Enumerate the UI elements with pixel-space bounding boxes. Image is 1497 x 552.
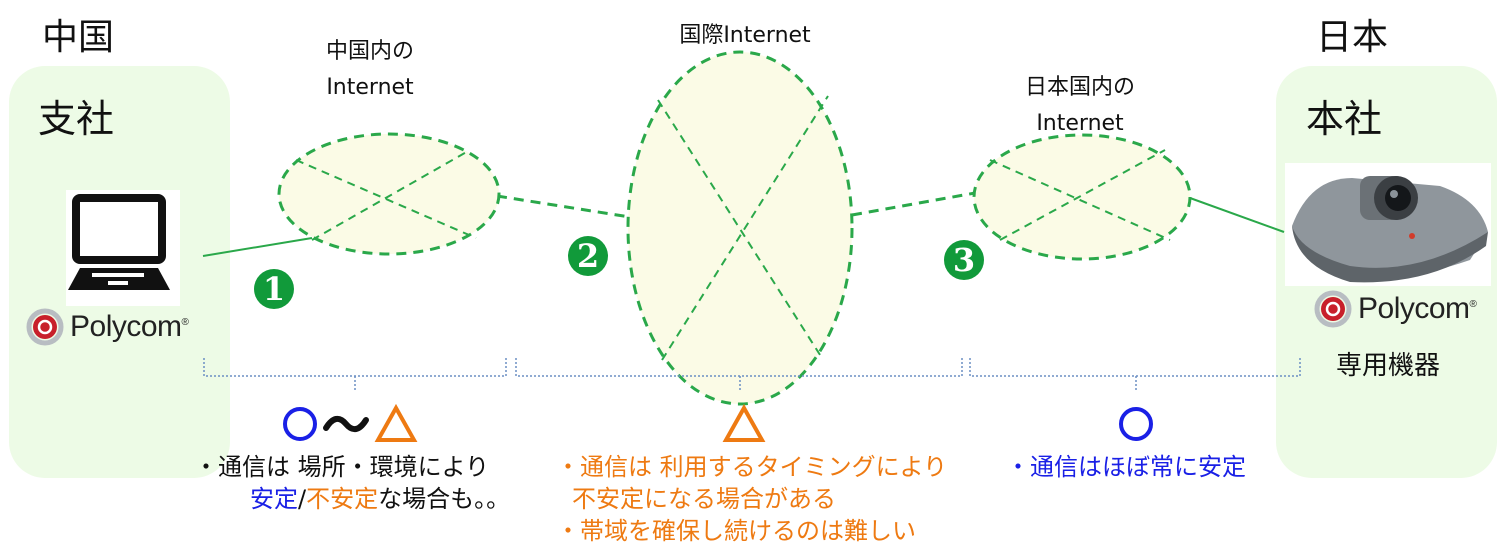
china-country-label: 中国 (42, 17, 115, 58)
segment-2-notes: ・通信は 利用するタイミングにより 不安定になる場合がある ・帯域を確保し続ける… (556, 451, 947, 547)
segment-1-rating (283, 403, 418, 442)
good-rating-circle-icon (1119, 407, 1153, 441)
polycom-logo-icon (26, 308, 64, 346)
unstable-text: 不安定 (306, 485, 379, 513)
japan-internet-cloud (972, 133, 1192, 261)
china-internet-label: 中国内の Internet (325, 39, 414, 100)
branch-office-label: 支社 (38, 97, 115, 141)
polycom-logo-icon (1314, 290, 1352, 328)
stable-text: 安定 (250, 485, 298, 513)
segment-2-note-line-3: ・帯域を確保し続けるのは難しい (556, 517, 916, 545)
japan-polycom-wordmark: Polycom® (1358, 292, 1477, 325)
segment-2-note-line-2: 不安定になる場合がある (572, 485, 836, 513)
warning-rating-triangle-icon (722, 403, 766, 442)
japan-polycom-logo: Polycom® (1314, 290, 1477, 328)
bracket-segment-2 (515, 358, 963, 392)
international-internet-cloud (626, 50, 854, 406)
segment-2-note-line-1: ・通信は 利用するタイミングにより (556, 453, 948, 481)
segment-3-note-line-1: ・通信はほぼ常に安定 (1006, 453, 1246, 481)
network-number-3-badge: 3 (944, 240, 984, 280)
good-rating-circle-icon (283, 407, 317, 441)
head-office-label: 本社 (1306, 97, 1383, 141)
international-internet-label: 国際Internet (679, 23, 811, 48)
link-1-2 (496, 194, 637, 220)
japan-country-label: 日本 (1316, 17, 1389, 58)
segment-3-rating (1119, 407, 1153, 441)
segment-1-notes: ・通信は 場所・環境により 安定/不安定な場合も。。 (194, 451, 510, 515)
network-number-2-badge: 2 (568, 236, 608, 276)
tilde-separator-icon (323, 415, 369, 433)
segment-3-notes: ・通信はほぼ常に安定 (1006, 451, 1246, 483)
japan-internet-label: 日本国内の Internet (1024, 75, 1135, 136)
device-link-line (1189, 197, 1285, 233)
warning-rating-triangle-icon (374, 403, 418, 442)
segment-2-rating (722, 403, 766, 442)
video-conference-unit-icon (1285, 163, 1491, 286)
bracket-segment-3 (969, 358, 1301, 392)
laptop-link-line (202, 237, 313, 257)
dedicated-device-caption: 専用機器 (1336, 351, 1441, 381)
laptop-icon (66, 190, 180, 306)
segment-1-note-line-2: 安定/不安定な場合も。。 (250, 485, 511, 513)
segment-1-note-line-1: ・通信は 場所・環境により (194, 453, 490, 481)
bracket-segment-1 (203, 358, 507, 392)
china-polycom-wordmark: Polycom® (70, 310, 189, 343)
china-internet-cloud (277, 132, 501, 256)
china-polycom-logo: Polycom® (26, 308, 189, 346)
link-2-3 (851, 191, 976, 217)
network-number-1-badge: 1 (254, 269, 294, 309)
